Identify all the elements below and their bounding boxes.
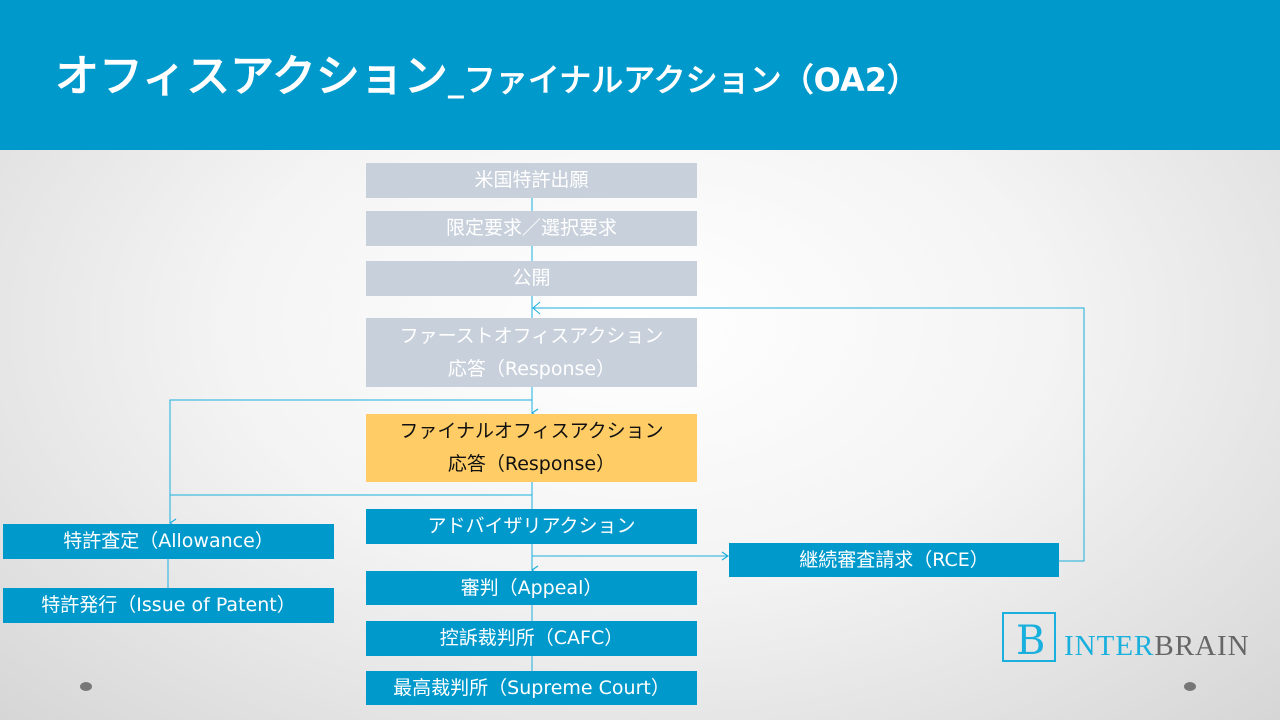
appeal-box: 審判（Appeal）	[366, 571, 697, 605]
logo-inter: INTER	[1064, 630, 1155, 662]
box-label: ファイナルオフィスアクション	[399, 420, 664, 442]
logo-brain: BRAIN	[1154, 630, 1250, 662]
title-main: オフィスアクション	[55, 51, 448, 102]
title-sub: _ファイナルアクション（OA2）	[447, 61, 920, 99]
box-label: 特許発行（Issue of Patent）	[41, 594, 296, 616]
box-label: 限定要求／選択要求	[445, 217, 617, 239]
decorative-dot	[80, 682, 92, 691]
logo-mark: B	[1002, 612, 1056, 664]
box-label: 審判（Appeal）	[460, 576, 603, 599]
advisory-box: アドバイザリアクション	[366, 509, 697, 544]
issue-patent-box: 特許発行（Issue of Patent）	[3, 588, 334, 623]
publication-box: 公開	[366, 261, 697, 296]
cafc-box: 控訴裁判所（CAFC）	[366, 621, 697, 656]
rce-box: 継続審査請求（RCE）	[729, 543, 1059, 577]
decorative-dot	[1184, 682, 1196, 691]
supreme-court-box: 最高裁判所（Supreme Court）	[366, 671, 697, 705]
restriction-box: 限定要求／選択要求	[366, 211, 697, 246]
header-bar: オフィスアクション_ファイナルアクション（OA2）	[0, 0, 1280, 150]
box-label: 控訴裁判所（CAFC）	[439, 627, 624, 649]
final-oa-box: ファイナルオフィスアクション応答（Response）	[366, 414, 697, 482]
box-label: 応答（Response）	[447, 453, 616, 475]
first-oa-box: ファーストオフィスアクション応答（Response）	[366, 318, 697, 387]
us-application-box: 米国特許出願	[366, 163, 697, 198]
box-label: ファーストオフィスアクション	[399, 324, 664, 347]
box-label: 公開	[512, 267, 551, 289]
box-label: 特許査定（Allowance）	[63, 530, 274, 552]
interbrain-logo: B INTERBRAIN	[1002, 606, 1262, 664]
allowance-box: 特許査定（Allowance）	[3, 524, 334, 559]
logo-letter: B	[1016, 618, 1046, 664]
box-label: アドバイザリアクション	[427, 515, 636, 537]
box-label: 米国特許出願	[474, 169, 589, 191]
box-label: 応答（Response）	[447, 357, 616, 380]
box-label: 最高裁判所（Supreme Court）	[393, 676, 670, 699]
logo-text: INTERBRAIN	[1064, 630, 1250, 663]
box-label: 継続審査請求（RCE）	[799, 548, 989, 571]
slide-title: オフィスアクション_ファイナルアクション（OA2）	[55, 40, 919, 104]
